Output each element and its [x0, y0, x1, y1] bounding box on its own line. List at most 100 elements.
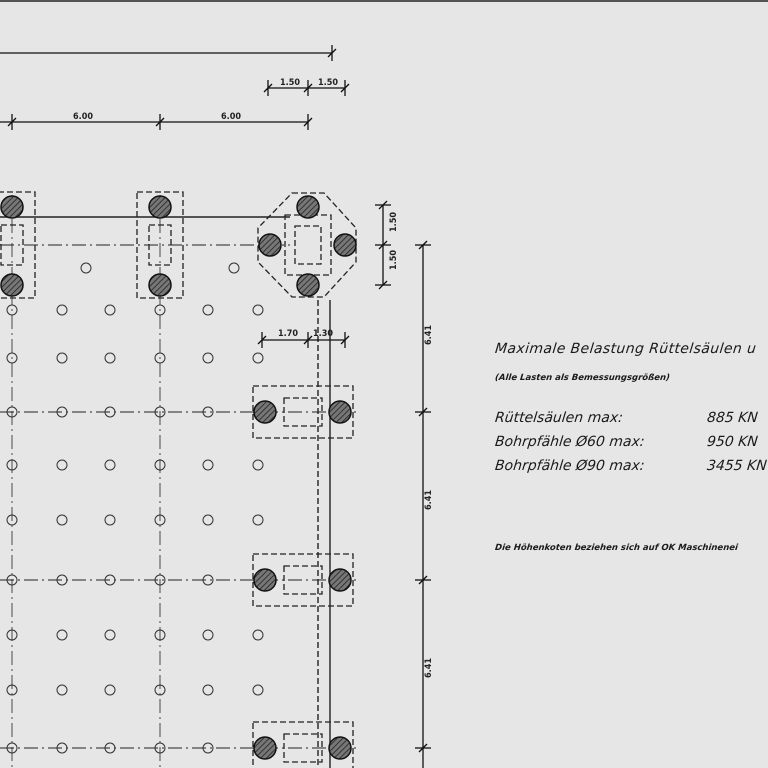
- load-table-title: Maximale Belastung Rüttelsäulen u: [494, 341, 758, 357]
- pile-cap: [283, 397, 323, 427]
- bored-pile: [296, 273, 320, 297]
- footnote: Die Höhenkoten beziehen sich auf OK Masc…: [494, 543, 739, 553]
- pile-cap: [252, 553, 354, 607]
- small-pile: [252, 684, 264, 696]
- small-pile: [154, 742, 166, 754]
- small-pile: [154, 352, 166, 364]
- bored-pile: [148, 195, 172, 219]
- small-pile: [6, 742, 18, 754]
- small-pile: [56, 629, 68, 641]
- dim-tick: [418, 743, 428, 753]
- pile-cap: [257, 192, 357, 298]
- bored-pile: [333, 233, 357, 257]
- bored-pile: [328, 736, 352, 760]
- small-pile: [6, 459, 18, 471]
- bored-pile: [253, 568, 277, 592]
- small-pile: [154, 629, 166, 641]
- dim-tick: [340, 83, 350, 93]
- small-pile: [6, 514, 18, 526]
- dim-tick: [303, 117, 313, 127]
- small-pile: [202, 514, 214, 526]
- small-pile: [104, 304, 116, 316]
- small-pile: [252, 352, 264, 364]
- small-pile: [252, 459, 264, 471]
- dim-tick: [418, 240, 428, 250]
- pile-cap: [252, 721, 354, 768]
- small-pile: [104, 352, 116, 364]
- dim-mid-offset-1: 1.70: [278, 329, 298, 339]
- small-pile: [56, 459, 68, 471]
- small-pile: [6, 352, 18, 364]
- small-pile: [80, 262, 92, 274]
- small-pile: [252, 629, 264, 641]
- dim-tick: [378, 200, 388, 210]
- pile-cap: [252, 385, 354, 439]
- small-pile: [104, 574, 116, 586]
- pile-cap: [283, 733, 323, 763]
- bored-pile: [148, 273, 172, 297]
- dim-tick: [7, 117, 17, 127]
- small-pile: [154, 459, 166, 471]
- small-pile: [104, 629, 116, 641]
- dim-span-1: 6.00: [73, 112, 93, 122]
- load-value: 950 KN: [706, 434, 759, 450]
- dim-tick: [263, 83, 273, 93]
- load-row: Bohrpfähle Ø60 max: 950 KN: [494, 434, 759, 450]
- pile-cap: [284, 214, 332, 276]
- small-pile: [202, 304, 214, 316]
- dim-tick: [155, 117, 165, 127]
- small-pile: [6, 406, 18, 418]
- load-value: 885 KN: [706, 410, 759, 426]
- small-pile: [104, 514, 116, 526]
- pile-cap: [148, 224, 172, 266]
- dim-mid-offset-2: 1.30: [313, 329, 333, 339]
- small-pile: [202, 406, 214, 418]
- bored-pile: [253, 736, 277, 760]
- small-pile: [154, 684, 166, 696]
- dim-tick: [257, 335, 267, 345]
- small-pile: [56, 574, 68, 586]
- small-pile: [202, 459, 214, 471]
- dim-tick: [340, 335, 350, 345]
- dim-top-offset-1: 1.50: [280, 78, 300, 88]
- small-pile: [6, 684, 18, 696]
- small-pile: [56, 304, 68, 316]
- load-row: Rüttelsäulen max: 885 KN: [494, 410, 759, 426]
- bored-pile: [328, 568, 352, 592]
- dim-top-offset-2: 1.50: [318, 78, 338, 88]
- small-pile: [56, 514, 68, 526]
- small-pile: [202, 574, 214, 586]
- load-label: Bohrpfähle Ø60 max:: [494, 434, 646, 450]
- dim-tick: [327, 48, 337, 58]
- bored-pile: [296, 195, 320, 219]
- small-pile: [154, 406, 166, 418]
- pile-cap: [0, 224, 24, 266]
- small-pile: [104, 406, 116, 418]
- pile-cap: [294, 225, 322, 265]
- pile-cap: [0, 191, 36, 299]
- small-pile: [56, 742, 68, 754]
- small-pile: [228, 262, 240, 274]
- small-pile: [56, 352, 68, 364]
- load-label: Rüttelsäulen max:: [494, 410, 624, 426]
- small-pile: [154, 304, 166, 316]
- load-table-subtitle: (Alle Lasten als Bemessungsgrößen): [494, 373, 671, 383]
- small-pile: [104, 684, 116, 696]
- small-pile: [56, 684, 68, 696]
- bored-pile: [0, 195, 24, 219]
- dim-tick: [303, 335, 313, 345]
- small-pile: [104, 459, 116, 471]
- load-row: Bohrpfähle Ø90 max:3455 KN: [494, 458, 767, 474]
- dim-tick: [418, 407, 428, 417]
- pile-cap: [283, 565, 323, 595]
- small-pile: [202, 684, 214, 696]
- pile-cap: [136, 191, 184, 299]
- small-pile: [202, 352, 214, 364]
- small-pile: [202, 742, 214, 754]
- bored-pile: [258, 233, 282, 257]
- small-pile: [6, 629, 18, 641]
- dim-vertical-span-3: 6.41: [424, 658, 434, 678]
- small-pile: [202, 629, 214, 641]
- small-pile: [252, 514, 264, 526]
- small-pile: [6, 574, 18, 586]
